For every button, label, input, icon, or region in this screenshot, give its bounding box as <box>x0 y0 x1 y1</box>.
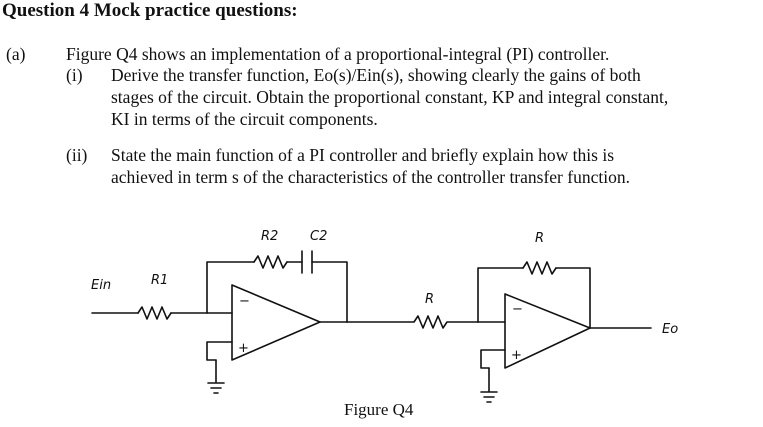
ground-1 <box>207 359 225 394</box>
ein-label: Ein <box>91 278 111 293</box>
item-i-line-2: stages of the circuit. Obtain the propor… <box>111 87 669 107</box>
r-mid-label: R <box>425 292 434 307</box>
r2-label: R2 <box>261 229 278 244</box>
op-amp-2-minus-sign: − <box>512 302 523 317</box>
item-i-line-3: KI in terms of the circuit components. <box>111 109 378 129</box>
r-mid-resistor <box>346 315 479 329</box>
feedback-wire-right <box>311 261 348 323</box>
r-fb-label: R <box>535 231 544 246</box>
r1-resistor <box>137 306 172 320</box>
op-amp-1-minus-sign: − <box>239 294 250 309</box>
c2-capacitor <box>301 250 313 274</box>
question-heading: Question 4 Mock practice questions: <box>2 0 298 21</box>
figure-caption: Figure Q4 <box>344 400 414 419</box>
feedback-wire-left <box>206 261 255 314</box>
part-a-label: (a) <box>6 44 26 64</box>
c2-label: C2 <box>310 229 327 244</box>
ground-2 <box>480 367 498 403</box>
feedback-2-wire-left <box>477 267 524 323</box>
part-a-intro: Figure Q4 shows an implementation of a p… <box>66 44 610 64</box>
op-amp-1-noninv-wire <box>206 341 233 361</box>
item-ii-label: (ii) <box>66 145 88 165</box>
r-fb-resistor <box>522 261 557 275</box>
op-amp-1-plus-sign: + <box>238 341 249 356</box>
r2-resistor <box>253 255 288 269</box>
item-ii-line-2: achieved in term s of the characteristic… <box>111 167 630 187</box>
op-amp-2 <box>504 293 591 369</box>
op-amp-1 <box>231 284 321 361</box>
r1-label: R1 <box>151 273 168 288</box>
op-amp-2-noninv-wire <box>480 349 506 369</box>
item-i-label: (i) <box>66 65 83 85</box>
item-ii-line-1: State the main function of a PI controll… <box>111 145 615 165</box>
feedback-2-wire-right <box>555 267 591 329</box>
op-amp-2-plus-sign: + <box>511 348 522 363</box>
item-i-line-1: Derive the transfer function, Eo(s)/Ein(… <box>111 65 641 85</box>
eo-label: Eo <box>662 322 678 337</box>
